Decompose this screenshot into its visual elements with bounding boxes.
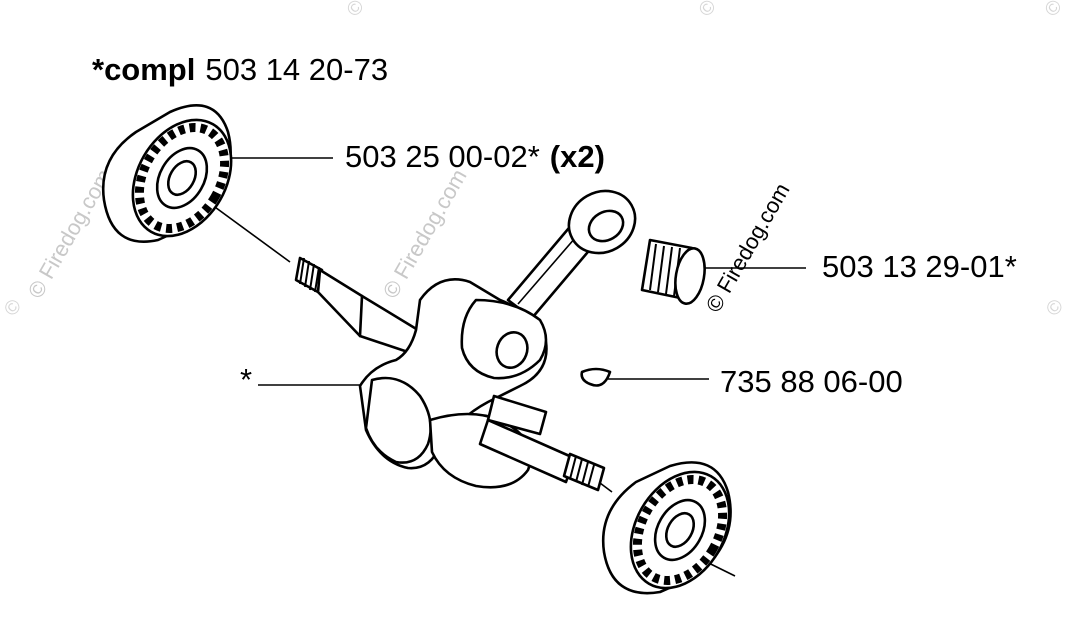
watermark-copyright: © — [0, 295, 26, 321]
watermark-copyright: © — [1042, 295, 1068, 321]
assembly-title: *compl 503 14 20-73 — [92, 52, 388, 87]
shaft-threads — [299, 257, 320, 293]
woodruff-key-body — [580, 367, 612, 387]
diagonal-watermarks: © Firedog.com © Firedog.com — [23, 165, 472, 303]
bearing-bore — [166, 159, 198, 197]
callout-key: 735 88 06-00 — [720, 364, 903, 399]
callout-crankshaft: * — [240, 362, 252, 397]
lower-shaft-taper — [478, 418, 576, 484]
needle-bearing-end — [674, 247, 706, 305]
lower-shaft-thread-end — [562, 452, 606, 492]
watermark-copyright: © — [343, 0, 369, 21]
callout-bearing: 503 25 00-02* (x2) — [345, 139, 605, 174]
needle-bearing — [640, 238, 706, 305]
woodruff-key — [580, 367, 612, 387]
watermark-text: © Firedog.com — [701, 179, 795, 317]
assembly-title-number: 503 14 20-73 — [205, 52, 388, 87]
bearing-balls — [134, 123, 230, 233]
watermark-copyright: © — [1041, 0, 1067, 21]
shaft-taper — [358, 294, 420, 354]
connecting-rod — [506, 189, 637, 320]
crank-webs — [358, 278, 548, 489]
crank-web-counterweight — [364, 376, 432, 464]
bearing-bore — [664, 511, 696, 549]
ball-bearing-bottom — [601, 461, 732, 595]
callout-bearing-number: 503 25 00-02* — [345, 139, 540, 174]
rod-beam-edge — [517, 229, 583, 305]
crankshaft-lower-shaft — [478, 394, 606, 492]
bearing-balls — [632, 475, 728, 585]
ball-bearing-top — [101, 104, 233, 243]
lower-shaft-threads — [569, 455, 595, 488]
crank-pin-bore — [495, 331, 529, 369]
lower-shaft-collar — [486, 394, 548, 436]
watermark-copyright: © — [695, 0, 721, 21]
callout-bearing-qty: (x2) — [550, 139, 605, 174]
rod-small-end-bore — [587, 209, 625, 243]
callout-needle-bearing: 503 13 29-01* — [822, 249, 1017, 284]
assembly-title-prefix: *compl — [92, 52, 195, 87]
